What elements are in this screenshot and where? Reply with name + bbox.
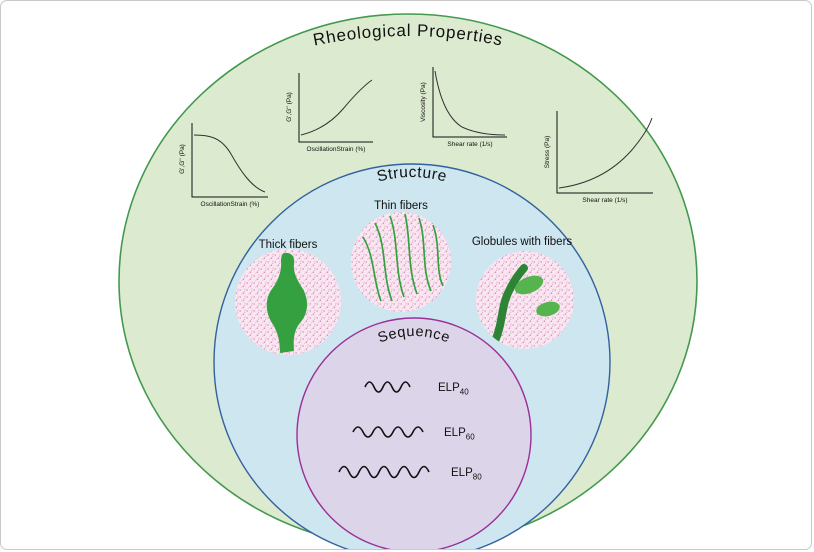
elp40-squiggle [364,381,411,393]
chart-x-label: OscillationStrain (%) [201,201,260,208]
chart-curve [300,79,373,136]
thin-fibers-label: Thin fibers [374,200,428,212]
chart-x-label: Shear rate (1/s) [582,197,627,204]
strain-sweep-chart-increasing: G',G'' (Pa) OscillationStrain (%) [286,73,373,153]
thin-fiber-lines [362,213,444,302]
chart-y-label: Stress (Pa) [544,136,551,169]
stress-shear-chart: Stress (Pa) Shear rate (1/s) [544,111,653,204]
elp80-label: ELP80 [451,467,482,482]
sequence-ring-title: Sequence [376,324,452,347]
chart-curve [434,70,506,136]
viscosity-shear-chart: Viscosity (Pa) Shear rate (1/s) [420,67,507,148]
chart-curve [193,134,266,193]
sequence-row-elp40: ELP40 [364,381,469,397]
elp60-squiggle [352,426,424,438]
sequence-row-elp80: ELP80 [338,465,482,482]
globule-shape [536,301,560,317]
chart-y-label: G',G'' (Pa) [179,144,186,174]
elp60-label: ELP60 [444,427,475,442]
chart-x-label: Shear rate (1/s) [447,141,492,148]
globule-shape [514,275,544,295]
sequence-row-elp60: ELP60 [352,426,475,442]
thick-fiber-shape [266,252,308,353]
thin-fibers-image [351,212,451,312]
chart-x-label: OscillationStrain (%) [307,146,366,153]
thick-fibers-image [235,249,341,355]
chart-y-label: Viscosity (Pa) [420,82,427,122]
sequence-circle [296,317,532,549]
elp40-label: ELP40 [438,382,469,397]
strain-sweep-chart-decreasing: G',G'' (Pa) OscillationStrain (%) [179,123,268,208]
thick-fibers-label: Thick fibers [259,239,318,251]
globules-with-fibers-label: Globules with fibers [472,236,573,248]
structure-ring-title: Structure [375,164,449,186]
chart-y-label: G',G'' (Pa) [286,92,293,122]
globules-image [476,251,574,349]
chart-curve [558,117,653,189]
globule-fiber-shape [491,264,528,345]
elp80-squiggle [338,465,430,479]
